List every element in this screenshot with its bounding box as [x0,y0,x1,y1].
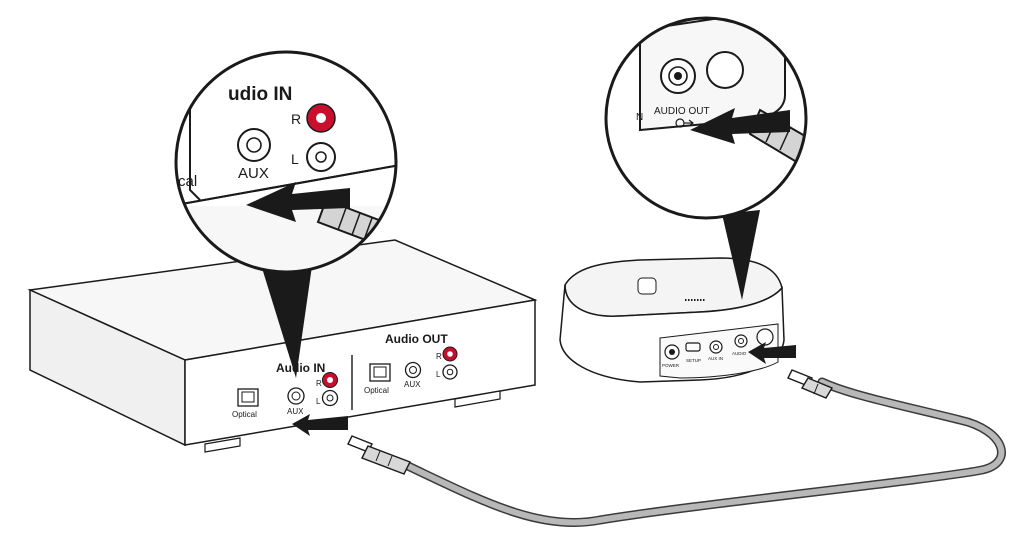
cable-plug-right[interactable] [787,369,834,399]
audio-cable[interactable] [403,377,1006,528]
aux-out-label: AUX [404,380,421,389]
adapter-setup-port[interactable] [685,342,701,352]
zoom-optical-fragment: cal [178,173,197,190]
zoom-callout-adapter [604,16,808,300]
aux-in-label: AUX [287,407,304,416]
zoom-audio-in-heading: udio IN [228,84,292,105]
rca-in-l-jack[interactable] [321,389,339,407]
aux-in-port[interactable] [287,387,305,405]
adapter-audio-out-label: AUDIO [732,351,747,356]
zoom-callout-receiver [174,50,398,378]
rca-in-r-jack[interactable] [322,372,338,388]
rca-in-r-label: R [316,379,322,388]
aux-out-port[interactable] [404,361,422,379]
rca-out-l-label: L [436,370,441,379]
adapter-power-port[interactable] [664,344,680,360]
receiver-audio-in-label: Audio IN [276,361,325,375]
optical-out-port[interactable] [369,363,391,382]
headphone-jack-icon [675,118,694,128]
rca-out-r-label: R [436,352,442,361]
zoom-r-label: R [291,111,301,127]
zoom-l-label: L [291,151,299,167]
zoom-aux-label: AUX [238,165,269,182]
arrow-icon [292,414,348,436]
optical-out-label: Optical [364,386,389,395]
zoom-fragment: N [636,112,643,123]
rca-out-r-jack[interactable] [442,346,458,362]
rca-out-l-jack[interactable] [442,364,458,380]
adapter-audio-out-port[interactable] [734,334,748,348]
adapter-aux-in-label: AUX IN [708,356,723,361]
zoom-audio-out-label: AUDIO OUT [654,106,710,117]
optical-in-label: Optical [232,410,257,419]
adapter-aux-in-port[interactable] [709,340,723,354]
adapter-setup-label: SETUP [686,358,701,363]
rca-in-l-label: L [316,397,321,406]
cable-plug-left[interactable] [347,435,411,475]
adapter-power-label: POWER [662,363,680,368]
optical-in-port[interactable] [237,388,259,407]
receiver-audio-out-label: Audio OUT [385,332,448,346]
arrow-icon [748,342,796,364]
